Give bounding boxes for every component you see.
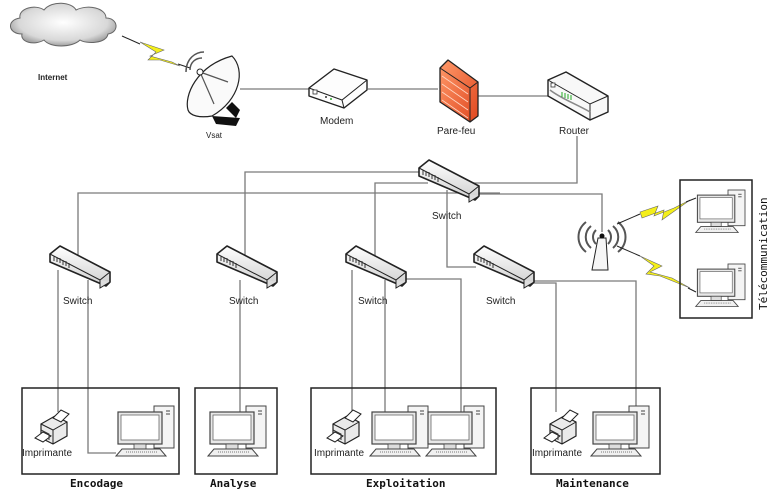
zone-telecommunication[interactable]: Télécommunication [679,179,770,319]
router-label: Router [559,126,590,137]
zone-encodage-box [21,387,180,475]
zone-encodage-label: Encodage [70,477,123,490]
lightning-icon [639,255,691,289]
wires [57,88,637,454]
modem-icon [308,68,368,109]
wireless-antenna-icon [577,221,627,271]
switch-analyse-label: Switch [229,296,258,307]
zone-maintenance[interactable]: Imprimante Maintenance [530,387,661,490]
internet-label: Internet [38,73,68,82]
zone-exploitation-label: Exploitation [366,477,445,490]
wire-sw1-pc [87,280,116,454]
switch-maintenance-label: Switch [486,296,515,307]
zone-maintenance-label: Maintenance [556,477,629,490]
internet-node[interactable]: Internet [10,2,117,82]
computer-icon [115,405,175,457]
wire-sw4-pc [530,280,637,410]
zone-telecommunication-label: Télécommunication [757,197,770,310]
switch-encodage-node[interactable]: Switch [49,245,111,307]
router-icon [547,71,609,121]
wireless-ap-node[interactable] [577,221,627,271]
wire-core-to-maintenance [446,190,476,268]
wire-router-core-switch [472,136,578,184]
printer-label: Imprimante [314,448,364,459]
switch-icon [473,245,535,289]
modem-label: Modem [320,116,353,127]
switch-exploitation-node[interactable]: Switch [345,245,407,307]
zone-exploitation[interactable]: Imprimante Exploitation [310,387,497,490]
firewall-label: Pare-feu [437,126,475,137]
switch-icon [216,245,278,289]
zone-analyse[interactable]: Analyse [194,387,278,490]
computer-icon [369,405,429,457]
switch-icon [49,245,111,289]
computer-icon [207,405,267,457]
firewall-node[interactable]: Pare-feu [437,59,479,137]
switch-analyse-node[interactable]: Switch [216,245,278,307]
wire-core-to-encodage [77,192,500,258]
router-node[interactable]: Router [547,71,609,137]
modem-node[interactable]: Modem [308,68,368,127]
printer-label: Imprimante [22,448,72,459]
computer-icon [695,263,746,308]
printer-icon [543,409,579,445]
switch-exploitation-label: Switch [358,296,387,307]
computer-icon [425,405,485,457]
zone-analyse-box [194,387,278,475]
wire-sw4-printer [528,282,557,412]
computer-icon [590,405,650,457]
lightning-icon [639,199,691,221]
lightning-internet-vsat [121,35,191,69]
core-switch-label: Switch [432,211,461,222]
vsat-label: Vsat [206,131,223,140]
firewall-icon [439,59,479,123]
zone-analyse-label: Analyse [210,477,257,490]
zone-encodage[interactable]: Imprimante Encodage [21,387,180,490]
wire-sw3-pc2 [402,278,462,412]
printer-icon [34,409,70,445]
switch-icon [418,159,480,203]
zone-maintenance-box [530,387,661,475]
core-switch-node[interactable]: Switch [418,159,480,222]
lightning-to-telecom-1 [616,197,697,225]
computer-icon [695,189,746,234]
switch-encodage-label: Switch [63,296,92,307]
wire-core-to-analyse [244,171,420,258]
zone-exploitation-box [310,387,497,475]
wire-core-to-exploitation [374,182,428,258]
wire-core-to-wireless [470,193,603,232]
printer-icon [326,409,362,445]
switch-maintenance-node[interactable]: Switch [473,245,535,307]
lightning-to-telecom-2 [616,245,697,293]
printer-label: Imprimante [532,448,582,459]
lightning-icon [139,41,181,67]
cloud-icon [10,2,117,47]
switch-icon [345,245,407,289]
zone-telecommunication-box [679,179,753,319]
satellite-dish-icon [185,51,240,126]
vsat-node[interactable]: Vsat [185,51,240,140]
